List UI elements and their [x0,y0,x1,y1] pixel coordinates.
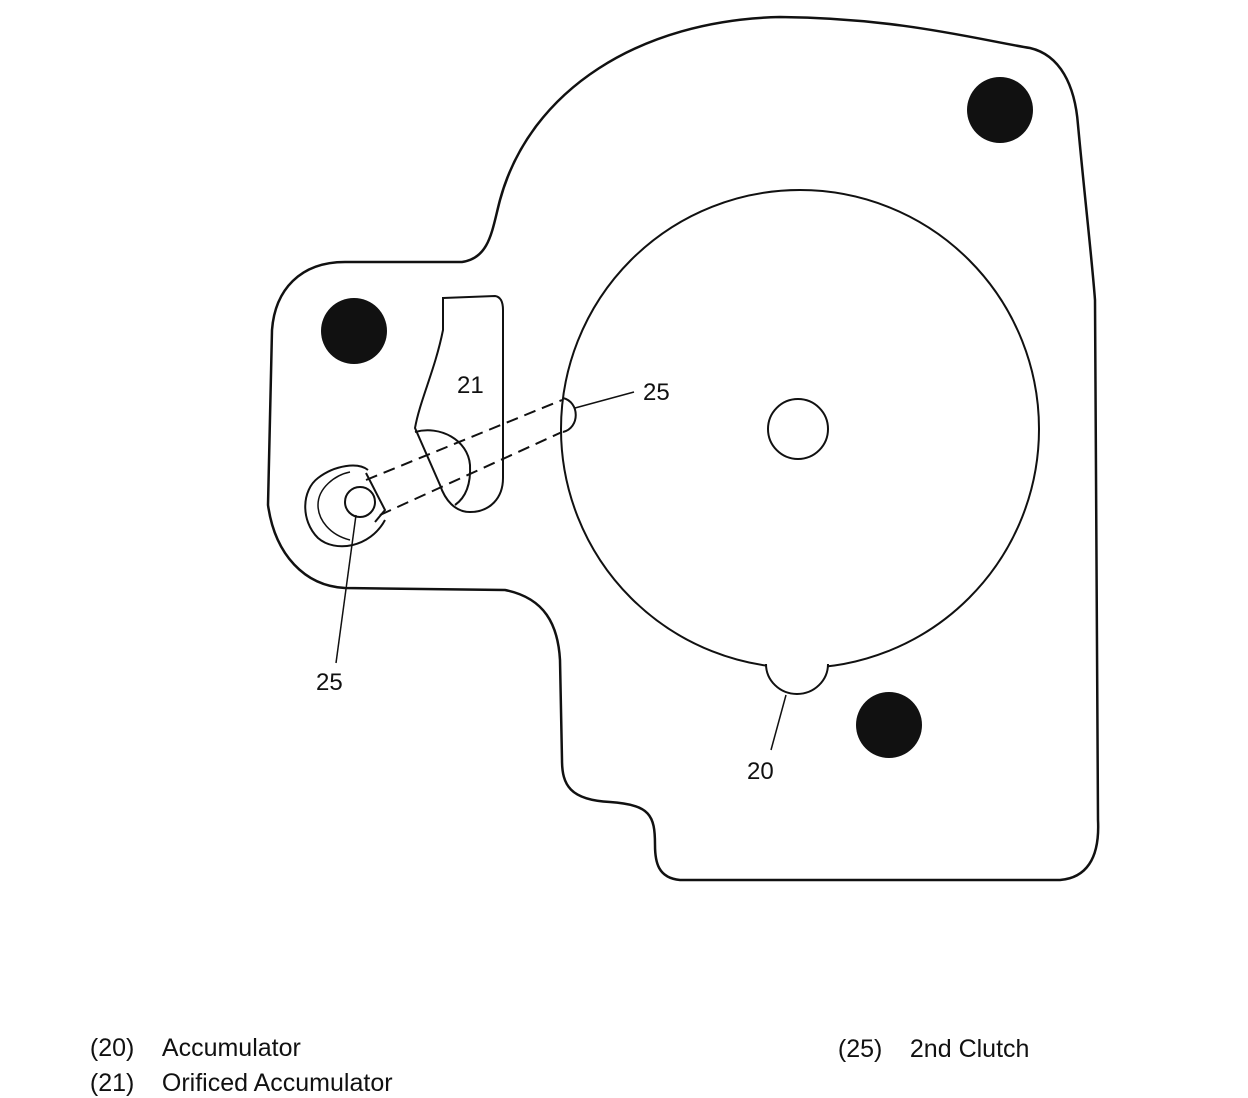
clutch-port-outer [304,464,386,548]
passage-dashed-lower [379,431,563,516]
accumulator-notch [765,663,829,695]
legend-label: 2nd Clutch [909,1035,1030,1063]
legend-label: Orificed Accumulator [161,1069,393,1097]
legend-number: (25) [837,1035,883,1063]
bolt-hole-bottom-right [856,692,922,758]
clutch-port-hole [344,486,376,518]
callout-21: 21 [457,372,484,399]
plate-outline [266,15,1100,882]
bolt-hole-left [321,298,387,364]
plate-diagram: 21 25 25 20 [266,15,1100,882]
callout-25-lower: 25 [316,669,343,696]
leader-25-upper [574,391,635,409]
center-hole [767,398,829,460]
orificed-accumulator-slot [413,294,504,514]
clutch-port-tab [365,472,387,523]
leader-20 [770,694,787,751]
clutch-port-inner-arc [317,471,351,541]
leader-25-lower [335,514,357,664]
bolt-hole-top-right [967,77,1033,143]
legend-number: (20) [89,1034,135,1062]
legend-item-orificed-accumulator: (21) Orificed Accumulator [76,1040,393,1098]
legend-label: Accumulator [161,1034,301,1062]
slot-half-circle [414,429,472,506]
callout-20: 20 [747,758,774,785]
legend-item-2nd-clutch: (25) 2nd Clutch [824,1006,1030,1064]
callout-25-upper: 25 [643,379,670,406]
legend-number: (21) [89,1069,135,1097]
legend-item-accumulator: (20) Accumulator [76,1005,301,1063]
clutch-notch-upper [562,397,577,433]
passage-dashed-upper [365,399,563,481]
